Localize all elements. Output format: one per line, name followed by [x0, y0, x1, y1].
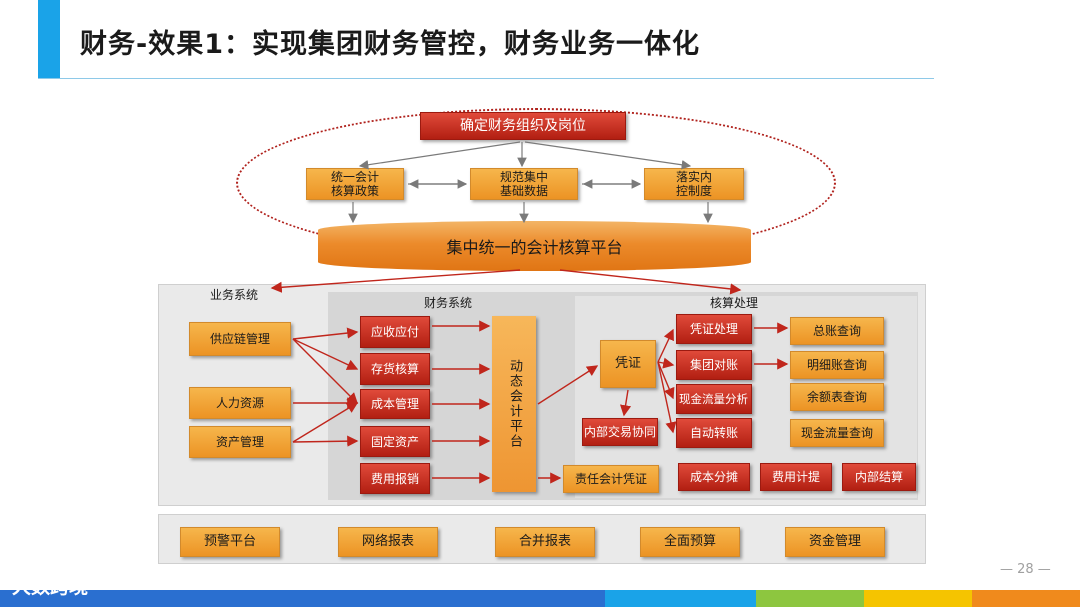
title-accent-bar: [38, 0, 60, 78]
bottom-budget: 全面预算: [640, 527, 740, 557]
query-balance: 余额表查询: [790, 383, 884, 411]
fin-inventory: 存货核算: [360, 353, 430, 385]
base-line1: 规范集中: [499, 170, 548, 184]
bottom-consolidated: 合并报表: [495, 527, 595, 557]
business-header: 业务系统: [210, 288, 259, 302]
bottom-warning: 预警平台: [180, 527, 280, 557]
control-box: 落实内 控制度: [644, 168, 744, 200]
brand-watermark: 大数跨境: [12, 576, 89, 598]
base-line2: 基础数据: [499, 184, 548, 198]
page-number: — 28 —: [1000, 562, 1051, 577]
expense-accrual: 费用计提: [760, 463, 832, 491]
footer-color-strip: [0, 590, 1080, 607]
accounting-platform-band: 集中统一的会计核算平台: [318, 221, 751, 271]
fin-ar-ap: 应收应付: [360, 316, 430, 348]
vb-cashflow-analysis: 现金流量分析: [676, 384, 752, 414]
vb-processing: 凭证处理: [676, 314, 752, 344]
query-ledger: 总账查询: [790, 317, 884, 345]
policy-line2: 核算政策: [330, 184, 379, 198]
title-divider: [38, 78, 934, 79]
vb-group-recon: 集团对账: [676, 350, 752, 380]
base-data-box: 规范集中 基础数据: [470, 168, 578, 200]
footer-seg-yellow: [863, 590, 972, 607]
dynamic-platform-label: 动态会计平台: [507, 359, 522, 449]
biz-assets: 资产管理: [189, 426, 291, 458]
footer-seg-orange: [971, 590, 1080, 607]
internal-settlement: 内部结算: [842, 463, 916, 491]
accounting-header: 核算处理: [710, 296, 759, 310]
query-detail: 明细账查询: [790, 351, 884, 379]
control-line1: 落实内: [675, 170, 712, 184]
vb-auto-transfer: 自动转账: [676, 418, 752, 448]
query-cashflow: 现金流量查询: [790, 419, 884, 447]
policy-box: 统一会计 核算政策: [306, 168, 404, 200]
fin-cost: 成本管理: [360, 389, 430, 419]
biz-supply-chain: 供应链管理: [189, 322, 291, 356]
fin-fixed-assets: 固定资产: [360, 426, 430, 457]
bottom-fund: 资金管理: [785, 527, 885, 557]
footer-seg-blue: [0, 590, 605, 607]
footer-seg-green: [755, 590, 864, 607]
bottom-network-report: 网络报表: [338, 527, 438, 557]
policy-line1: 统一会计: [330, 170, 379, 184]
finance-header: 财务系统: [424, 296, 473, 310]
voucher-box: 凭证: [600, 340, 656, 388]
responsibility-voucher: 责任会计凭证: [563, 465, 659, 493]
org-box: 确定财务组织及岗位: [420, 112, 626, 140]
slide-title: 财务-效果1：实现集团财务管控，财务业务一体化: [80, 29, 700, 60]
internal-trade-box: 内部交易协同: [582, 418, 658, 446]
dynamic-platform: 动态会计平台: [492, 316, 536, 492]
fin-expense: 费用报销: [360, 463, 430, 494]
footer-seg-lightblue: [604, 590, 756, 607]
biz-hr: 人力资源: [189, 387, 291, 419]
cost-allocation: 成本分摊: [678, 463, 750, 491]
control-line2: 控制度: [675, 184, 712, 198]
